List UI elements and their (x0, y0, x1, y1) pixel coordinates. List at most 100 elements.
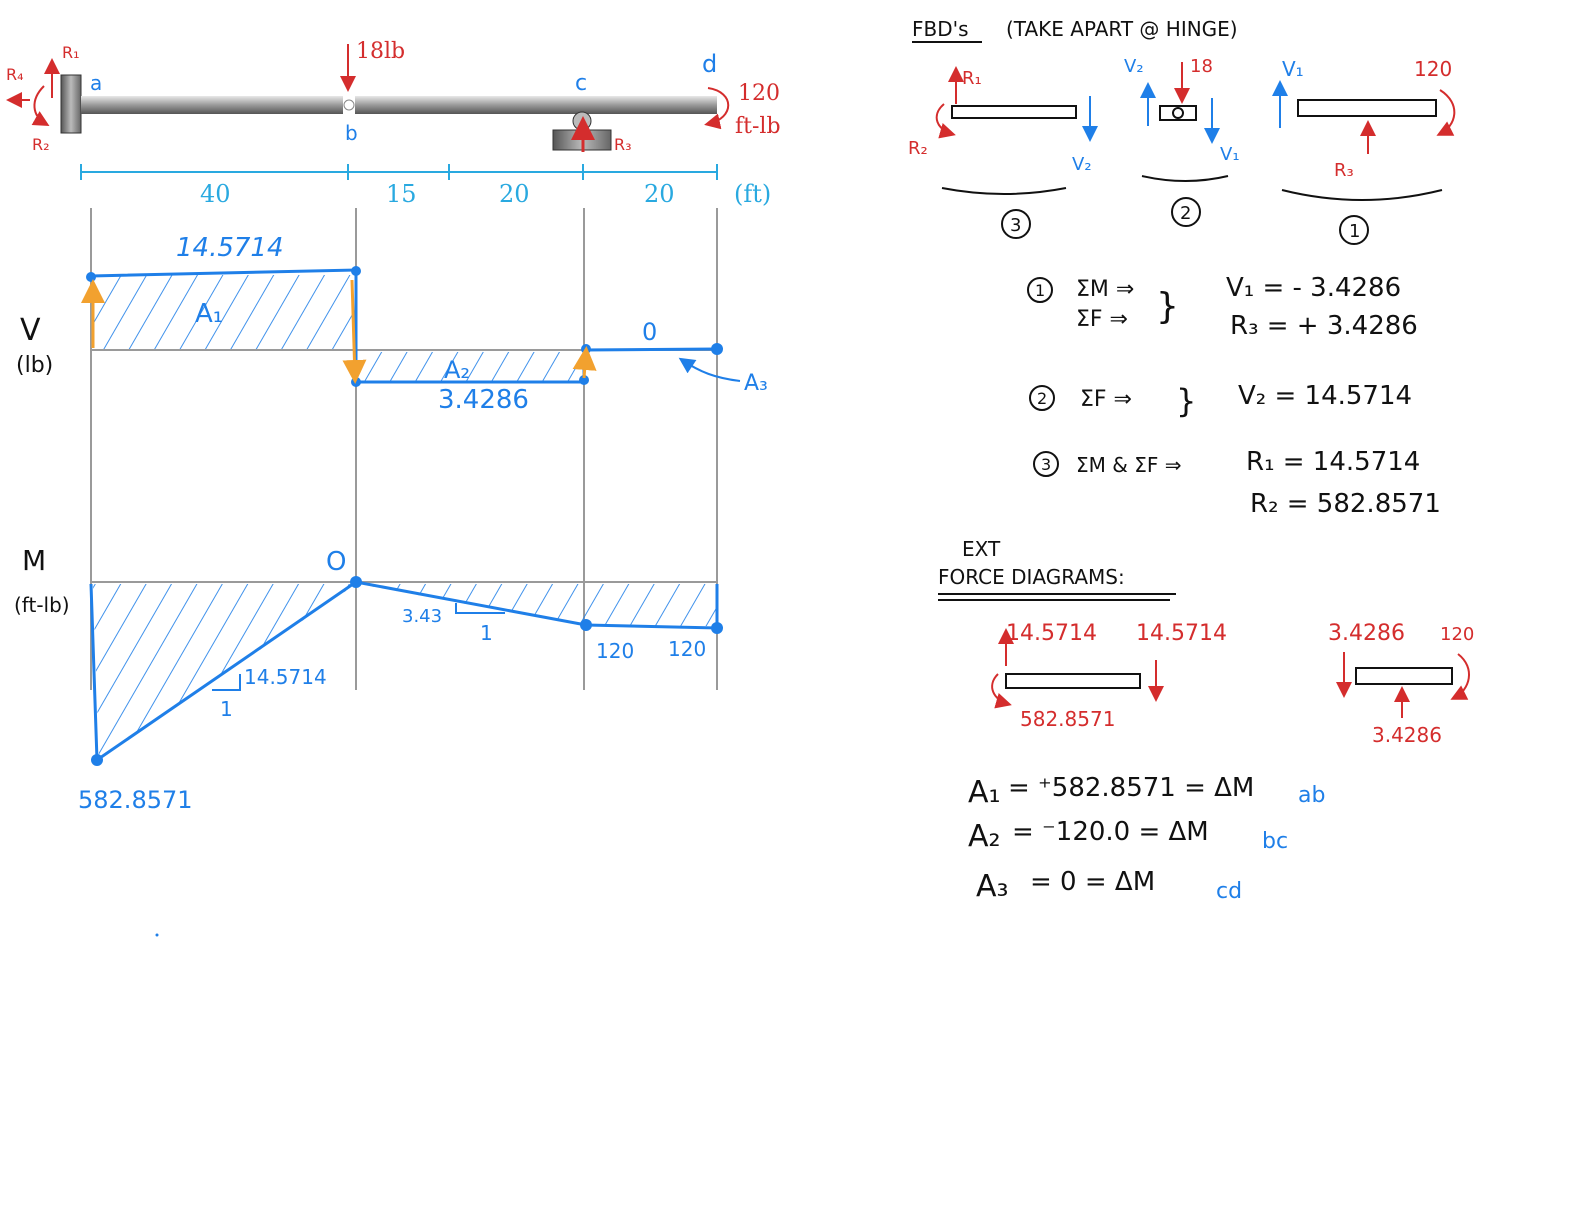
point-c-label: c (575, 71, 587, 96)
shear-axis-label: V (20, 313, 41, 348)
eq3-result-2: R₂ = 582.8571 (1250, 489, 1441, 519)
eq1-result-1: V₁ = - 3.4286 (1226, 273, 1401, 303)
fbd-right-beam (1297, 99, 1437, 117)
fbd-subtitle: (TAKE APART @ HINGE) (1006, 17, 1238, 41)
ext-left-beam (1005, 673, 1141, 689)
moment-line (89, 580, 719, 763)
r4-label: R₄ (6, 65, 24, 84)
fbd-right-r3: R₃ (1334, 160, 1354, 181)
shear-point (711, 343, 723, 355)
shear-diagram: V (lb) 14.5714 A₁ A₂ 3.4286 0 A₃ (16, 233, 768, 415)
moment-area-bd-hatch (358, 584, 717, 626)
eq3-result-1: R₁ = 14.5714 (1246, 447, 1420, 477)
fbd-left-r2: R₂ (908, 138, 928, 159)
shear-point (579, 375, 589, 385)
eq1-number-circle (1027, 277, 1053, 303)
shear-line (90, 268, 718, 384)
fbd-section: FBD's (TAKE APART @ HINGE) R₁ R₂ V₂ 3 V₂… (908, 17, 1456, 245)
fbd-title: FBD's (912, 17, 969, 41)
slope-big-run: 1 (220, 697, 233, 721)
moment-point (350, 576, 362, 588)
ext-right-down: 3.4286 (1328, 621, 1405, 646)
eq3-number: 3 (1041, 455, 1051, 474)
ext-left-down: 14.5714 (1136, 621, 1227, 646)
shear-area-a3-label: A₃ (744, 371, 768, 396)
ext-title-1: EXT (962, 537, 1001, 561)
ext-left-moment-arrow (991, 673, 1012, 709)
shear-top-value: 14.5714 (176, 233, 284, 263)
dim-20-a: 20 (499, 180, 530, 208)
ext-title-2: FORCE DIAGRAMS: (938, 565, 1125, 589)
fbd-mid-number-circle (1171, 197, 1201, 227)
fbd-left-number: 3 (1010, 215, 1021, 236)
eq3-lhs: ΣM & ΣF ⇒ (1076, 453, 1181, 477)
area-equations: A₁ = ⁺582.8571 = ΔM ab A₂ = ⁻120.0 = ΔM … (968, 773, 1325, 904)
ext-right-moment-arrow (1450, 653, 1470, 700)
moment-point (580, 619, 592, 631)
area-1-lhs: A₁ (968, 775, 1001, 810)
eq1-lhs-1: ΣM ⇒ (1076, 277, 1134, 302)
load-18lb-label: 18lb (356, 39, 405, 64)
eq1-lhs-2: ΣF ⇒ (1076, 307, 1128, 332)
area-3-sub: cd (1216, 879, 1242, 904)
moment-120-arrow (704, 87, 730, 130)
eq1-result-2: R₃ = + 3.4286 (1230, 311, 1418, 341)
fbd-left-brace (941, 187, 1067, 195)
shear-zero-value: 0 (642, 318, 657, 346)
ext-right-moment: 120 (1440, 624, 1474, 645)
a3-pointer-arrow (678, 357, 741, 382)
area-2-sub: bc (1262, 829, 1288, 854)
shear-point (351, 377, 361, 387)
fbd-left-v2: V₂ (1072, 154, 1092, 175)
shear-jump-arrow (342, 279, 367, 384)
equations-section: 1 ΣM ⇒ ΣF ⇒ } V₁ = - 3.4286 R₃ = + 3.428… (1027, 273, 1441, 519)
eq2-result: V₂ = 14.5714 (1238, 381, 1412, 411)
moment-point (91, 754, 103, 766)
eq2-brace: } (1176, 382, 1196, 420)
r1-label: R₁ (62, 43, 80, 62)
moment-min-value: 582.8571 (78, 786, 193, 814)
fbd-left-r2-arrow (935, 103, 956, 139)
area-2-eq: = ⁻120.0 = ΔM (1012, 817, 1209, 847)
ext-right-beam (1355, 667, 1453, 685)
slope-triangle-small (455, 603, 505, 614)
moment-120-label: 120 (738, 81, 780, 106)
fixed-wall (60, 74, 82, 134)
r2-label: R₂ (32, 135, 50, 154)
moment-axis-unit: (ft-lb) (14, 593, 70, 617)
point-d-label: d (702, 50, 717, 78)
shear-area-a1-label: A₁ (195, 299, 223, 329)
moment-value-d: 120 (668, 637, 706, 661)
point-b-label: b (345, 121, 358, 145)
fbd-right-moment: 120 (1414, 57, 1452, 81)
eq2-number-circle (1029, 385, 1055, 411)
area-1-sub: ab (1298, 783, 1325, 808)
moment-diagram: M (ft-lb) O 3.43 1 14.5714 1 120 120 582… (14, 544, 723, 814)
hinge-b (343, 99, 355, 111)
shear-area-a2-hatch (358, 352, 583, 382)
eq1-brace: } (1156, 286, 1179, 327)
beam-segment-ab (81, 96, 343, 114)
fbd-left-beam (951, 105, 1077, 119)
dim-15: 15 (386, 180, 417, 208)
moment-zero-label: O (326, 547, 346, 577)
fbd-mid-hinge (1159, 105, 1197, 121)
shear-jump-arrow (572, 346, 597, 379)
shear-area-a2-label: A₂ (444, 356, 470, 384)
fbd-mid-brace (1141, 175, 1229, 182)
fbd-left-number-circle (1001, 209, 1031, 239)
stray-dot (155, 933, 159, 937)
area-1-eq: = ⁺582.8571 = ΔM (1008, 773, 1254, 803)
moment-point (711, 622, 723, 634)
moment-value-c: 120 (596, 639, 634, 663)
shear-area-a1-hatch (93, 275, 355, 349)
area-3-lhs: A₃ (976, 869, 1009, 904)
eq1-number: 1 (1035, 281, 1045, 300)
area-2-lhs: A₂ (968, 819, 1001, 854)
slope-big-rise: 14.5714 (244, 665, 327, 689)
slope-small-rise: 3.43 (402, 606, 442, 627)
ext-left-moment: 582.8571 (1020, 707, 1115, 731)
dim-20-b: 20 (644, 180, 675, 208)
fbd-mid-v1: V₁ (1220, 144, 1240, 165)
